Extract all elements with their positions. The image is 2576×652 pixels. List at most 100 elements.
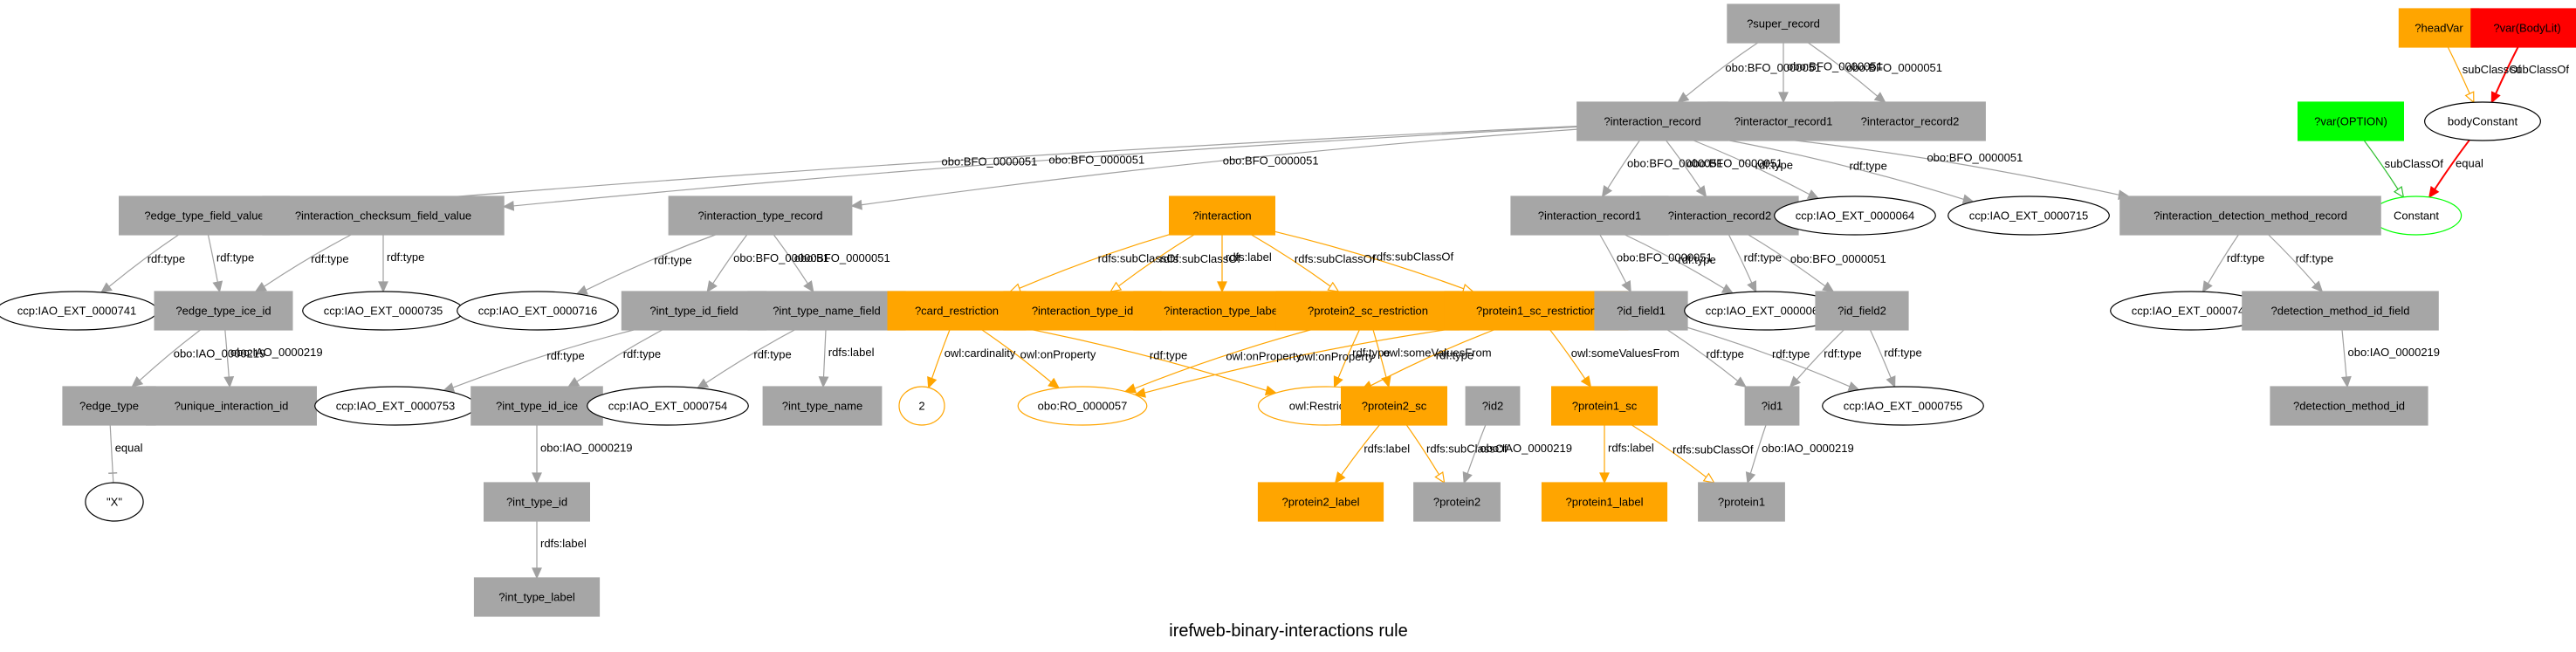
node-varoption: ?var(OPTION) [2298,101,2405,141]
node-label: ?interactor_record1 [1735,115,1833,128]
edge-line [2447,46,2470,94]
edge-label: obo:BFO_0000051 [942,154,1038,168]
node-ellipse [2424,101,2542,141]
node-box [668,196,853,236]
edge-interaction-record-to-iao715 [1728,140,1975,204]
node-box [2242,291,2439,331]
edge-label: obo:BFO_0000051 [794,251,890,264]
node-ellipse [898,386,945,426]
edge-line [1869,329,1892,379]
node-box [2470,8,2576,48]
edge-arrowhead [2202,280,2213,293]
edge-label: rdf:type [2296,251,2333,264]
node-label: ?protein2_label [1282,496,1360,509]
node-ellipse [457,291,619,331]
edge-label: subClassOf [2463,63,2522,76]
edge-label: owl:onProperty [1226,349,1302,362]
node-label: ?protein1_label [1566,496,1644,509]
edge-arrowhead [2341,375,2352,388]
node-ellipse [1017,386,1148,426]
node-interaction: ?interaction [1168,196,1275,236]
edge-arrowhead [575,285,588,295]
node-id2: ?id2 [1465,386,1521,426]
node-label: ?int_type_id_ice [496,400,578,413]
node-label: ?id2 [1482,400,1504,413]
edge-arrowhead [1048,377,1061,389]
edge-label: rdf:type [2227,251,2264,264]
node-int-type-name-field: ?int_type_name_field [747,291,906,331]
edge-line [224,329,230,378]
node-box [2398,8,2480,48]
edge-varbodylit-to-bodyconstant [2490,46,2519,104]
node-interaction-record2: ?interaction_record2 [1640,196,1799,236]
node-label: ?id_field2 [1838,305,1886,318]
edge-label: rdfs:label [1226,251,1272,264]
node-box [2270,386,2428,426]
edge-label: obo:BFO_0000051 [733,251,829,264]
node-label: ?interaction_record1 [1538,209,1642,223]
edge-line [1340,424,1380,476]
edge-arrowhead [1462,471,1473,484]
node-label: ?var(OPTION) [2314,115,2387,128]
node-box [119,196,291,236]
edge-label: rdfs:subClassOf [1098,252,1179,265]
edge-interaction-record1-to-id-field1 [1599,234,1631,293]
edge-line [773,234,808,285]
edge-line [2341,329,2347,378]
node-label: ?interaction_record2 [1668,209,1772,223]
node-ellipse [1774,196,1936,236]
edge-interaction-checksum-field-value-to-iao735 [378,235,388,293]
edge-arrowhead [2311,280,2324,293]
edge-line [981,329,1052,383]
node-ellipse [1947,196,2110,236]
edge-line [1337,329,1360,379]
edge-label: rdfs:subClassOf [1426,442,1508,455]
edge-arrowhead [706,280,718,293]
edge-line [2207,234,2239,285]
edge-label: owl:onProperty [1020,347,1096,360]
node-varbodylit: ?var(BodyLit) [2470,8,2576,48]
node-label: 2 [918,400,924,413]
node-protein1-label: ?protein1_label [1541,482,1668,522]
edge-bodyconstant-to-constant [2428,139,2470,199]
node-label: obo:RO_0000057 [1038,400,1128,413]
edge-arrowhead [850,199,862,210]
node-detection-method-id: ?detection_method_id [2270,386,2428,426]
node-ellipse [587,386,749,426]
node-label: ?int_type_name_field [773,305,881,318]
edge-label: obo:BFO_0000051 [1927,151,2023,164]
node-label: ccp:IAO_EXT_0000735 [324,305,443,318]
node-label: ccp:IAO_EXT_0000741 [17,305,137,318]
node-edge-type-ice-id: ?edge_type_ice_id [154,291,293,331]
node-iao755: ccp:IAO_EXT_0000755 [1822,386,1984,426]
edge-interaction-record1-to-iao65 [1625,234,1735,294]
edge-label: obo:IAO_0000219 [540,442,633,455]
node-protein2-label: ?protein2_label [1257,482,1384,522]
edge-label: rdf:type [1755,159,1793,172]
edge-interaction-record-to-iao64 [1693,140,1820,200]
edge-label: rdf:type [1772,347,1810,360]
node-box [1550,386,1658,426]
edge-arrowhead [1822,281,1835,292]
edge-label: owl:onProperty [1298,350,1374,363]
edge-edge-type-to-x [108,424,118,484]
node-label: ?headVar [2415,22,2463,35]
node-int-type-id-ice: ?int_type_id_ice [471,386,603,426]
edge-line [1666,140,1701,189]
node-box [1168,196,1275,236]
node-box [1465,386,1521,426]
edge-arrowhead [1873,92,1886,103]
edge-card-restriction-to-owl-restriction [1025,327,1278,396]
edge-line [822,329,827,378]
edge-edge-type-ice-id-to-edge-type [131,329,201,388]
edge-arrowhead [378,281,388,293]
node-label: ?int_type_label [498,591,575,604]
node-label: ccp:IAO_EXT_0000065 [1706,305,1825,318]
edge-label: obo:BFO_0000051 [1790,252,1886,265]
edge-edge-type-ice-id-to-unique-interaction-id [223,329,235,388]
edge-interaction-detection-method-record-to-detection-method-id-field [2268,234,2324,293]
edge-id1-to-protein1 [1745,424,1767,484]
edge-label: obo:BFO_0000051 [1223,154,1319,167]
edge-hollow-arrowhead [1109,281,1123,292]
edge-arrowhead [803,280,814,293]
